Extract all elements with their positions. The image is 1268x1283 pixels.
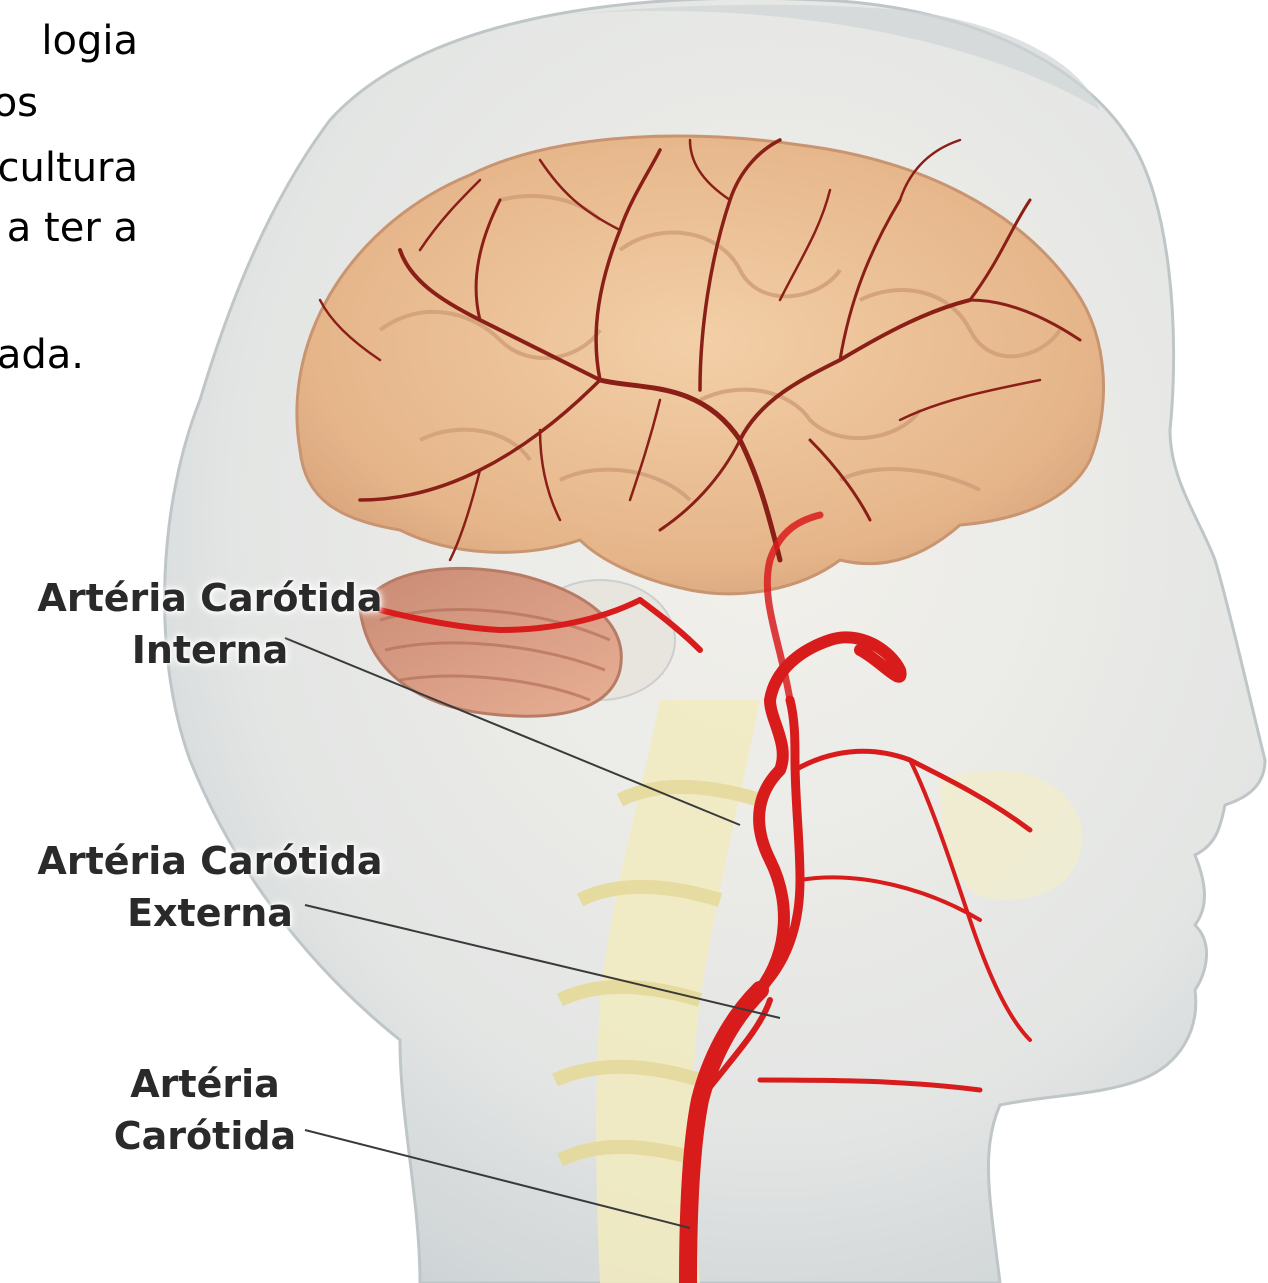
label-common-carotid-line2: Carótida bbox=[80, 1110, 330, 1162]
background-text-fragment: logia os cultura a ter a ada. bbox=[0, 0, 160, 420]
text-fragment-3: cultura bbox=[0, 145, 138, 191]
text-fragment-4: a ter a bbox=[7, 205, 138, 251]
label-internal-carotid-line2: Interna bbox=[10, 624, 410, 676]
text-fragment-2: os bbox=[0, 80, 38, 126]
label-external-carotid-line2: Externa bbox=[0, 887, 420, 939]
label-common-carotid: Artéria Carótida bbox=[80, 1058, 330, 1162]
label-external-carotid-line1: Artéria Carótida bbox=[0, 835, 420, 887]
text-fragment-1: logia bbox=[41, 18, 138, 64]
label-external-carotid: Artéria Carótida Externa bbox=[0, 835, 420, 939]
label-internal-carotid-line1: Artéria Carótida bbox=[10, 572, 410, 624]
label-common-carotid-line1: Artéria bbox=[80, 1058, 330, 1110]
text-fragment-5: ada. bbox=[0, 332, 84, 378]
label-internal-carotid: Artéria Carótida Interna bbox=[10, 572, 410, 676]
